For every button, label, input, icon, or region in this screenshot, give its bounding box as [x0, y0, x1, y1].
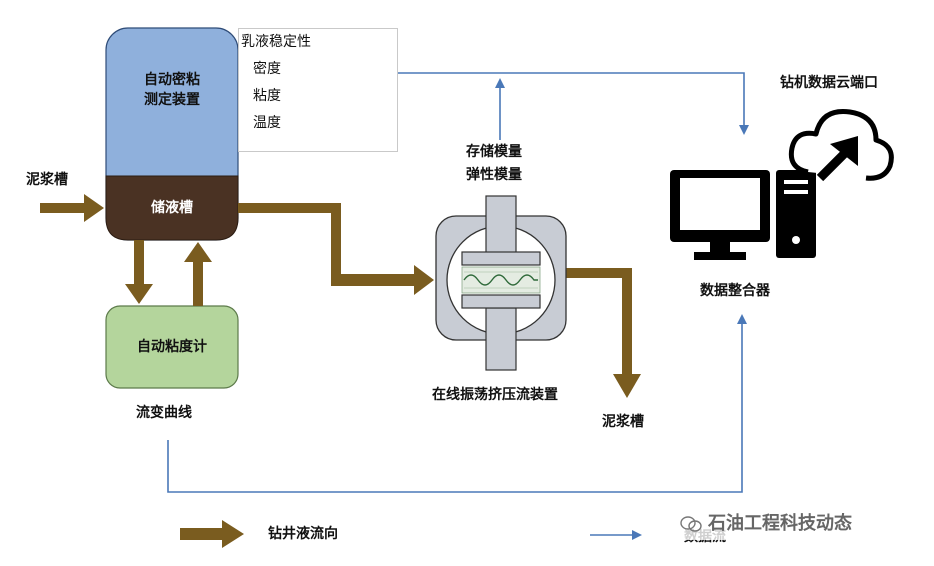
watermark: 石油工程科技动态: [676, 508, 926, 540]
fluid-arrow-up-tank: [184, 242, 212, 306]
storage-modulus-label: 存储模量: [466, 144, 522, 160]
watermark-text: 石油工程科技动态: [708, 513, 852, 534]
fluid-arrows: [40, 194, 641, 548]
density-device-label: 自动密粘 测定装置: [106, 70, 238, 110]
data-line-props-to-integrator: [398, 72, 749, 135]
cloud-port-label: 钻机数据云端口: [780, 75, 878, 91]
viscometer-label: 自动粘度计: [137, 339, 207, 355]
extrusion-device-label: 在线振荡挤压流装置: [432, 387, 558, 403]
storage-tank: [105, 175, 239, 241]
mud-tank-in-label: 泥浆槽: [26, 172, 68, 188]
property-emulsion-stability: 乳液稳定性: [241, 34, 311, 50]
data-line-rheology-to-integrator: [167, 314, 747, 493]
property-temperature: 温度: [253, 115, 281, 131]
fluid-arrow-down-viscometer: [125, 240, 153, 304]
fluid-arrow-inflow: [40, 194, 104, 222]
property-viscosity: 粘度: [253, 88, 281, 104]
computer-icon: [670, 170, 816, 260]
property-density: 密度: [253, 61, 281, 77]
data-integrator-label: 数据整合器: [700, 283, 770, 299]
fluid-arrow-outflow: [566, 268, 641, 398]
density-device-label-line1: 自动密粘: [144, 72, 200, 88]
properties-box: 乳液稳定性 密度 粘度 温度: [238, 28, 398, 152]
viscometer-box: [105, 305, 239, 389]
chat-icon: [680, 516, 702, 532]
mud-tank-out-label: 泥浆槽: [602, 414, 644, 430]
legend-fluid-arrow: [180, 520, 244, 548]
legend-fluid-label: 钻井液流向: [268, 526, 338, 542]
fluid-arrow-to-extrusion: [238, 203, 434, 295]
rheology-curve-label: 流变曲线: [136, 405, 192, 421]
elastic-modulus-label: 弹性模量: [466, 167, 522, 183]
tank-label: 储液槽: [151, 200, 193, 216]
density-device-label-line2: 测定装置: [144, 92, 200, 108]
cloud-upload-icon: [788, 108, 894, 182]
extrusion-device: [435, 195, 567, 371]
